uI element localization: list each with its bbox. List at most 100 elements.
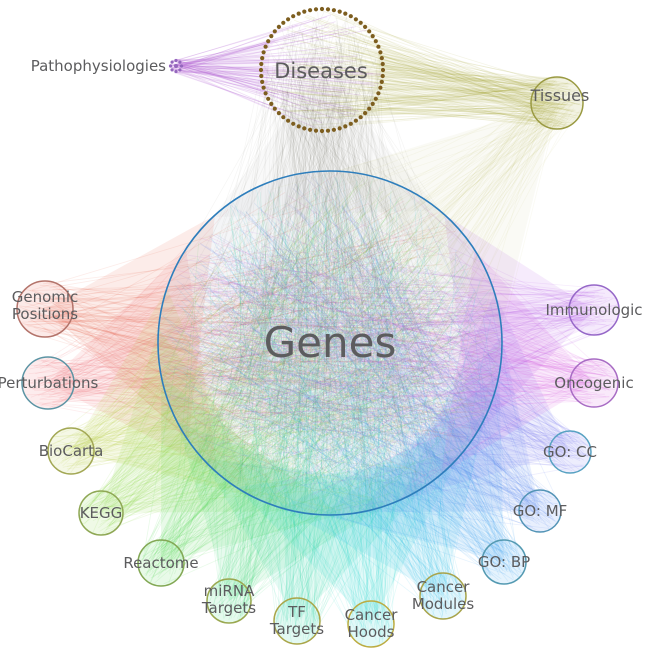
label-pathophysiologies: Pathophysiologies xyxy=(31,57,166,75)
ring-dot xyxy=(319,128,325,134)
node-circle[interactable] xyxy=(21,356,75,410)
ring-dot xyxy=(281,20,286,25)
node-layer xyxy=(16,6,620,648)
label-genomic_positions: Positions xyxy=(12,305,78,323)
edge-genomic_positions-genes xyxy=(17,192,494,488)
cluster-dot xyxy=(174,64,178,68)
node-diseases[interactable] xyxy=(258,6,386,134)
node-genes[interactable] xyxy=(157,170,503,516)
label-tf_targets: TF xyxy=(287,603,306,621)
node-circle[interactable] xyxy=(47,427,95,475)
edge-tissues-genes xyxy=(163,79,582,512)
node-circle[interactable] xyxy=(273,597,321,645)
label-diseases: Diseases xyxy=(274,59,368,83)
label-cancer_hoods: Hoods xyxy=(348,623,395,641)
label-tf_targets: Targets xyxy=(269,620,324,638)
node-circle[interactable] xyxy=(568,284,620,336)
node-tf_targets[interactable] xyxy=(273,597,321,645)
node-mirna_targets[interactable] xyxy=(206,578,252,624)
ring-dot xyxy=(378,85,383,90)
label-cancer_hoods: Cancer xyxy=(345,606,399,624)
beam-immunologic-genes xyxy=(444,214,594,440)
ring-dot xyxy=(259,73,264,79)
ring-dot xyxy=(370,101,375,106)
edge-pathophysiologies-diseases xyxy=(169,14,382,128)
node-cancer_modules[interactable] xyxy=(419,572,467,620)
ring-dot xyxy=(331,127,336,132)
node-circle[interactable] xyxy=(569,358,619,408)
edge-kegg-genes xyxy=(79,178,492,536)
node-reactome[interactable] xyxy=(137,539,185,587)
node-circle[interactable] xyxy=(548,430,592,474)
node-circle[interactable] xyxy=(530,76,584,130)
node-circle[interactable] xyxy=(481,539,527,585)
node-go_cc[interactable] xyxy=(548,430,592,474)
node-tissues[interactable] xyxy=(530,76,584,130)
edge-oncogenic-genes xyxy=(169,190,618,496)
node-circle[interactable] xyxy=(16,280,74,338)
beam-kegg-genes xyxy=(101,329,294,513)
cluster-dot xyxy=(178,68,182,72)
ring-dot xyxy=(337,9,342,14)
beam-cancer_modules-genes xyxy=(279,414,487,596)
edge-go_bp-genes xyxy=(162,174,526,582)
label-go_cc: GO: CC xyxy=(543,443,597,461)
node-biocarta[interactable] xyxy=(47,427,95,475)
edge-perturbations-genes xyxy=(22,172,496,481)
node-go_mf[interactable] xyxy=(518,489,562,533)
ring-dot xyxy=(367,29,372,34)
ring-dot xyxy=(379,79,384,84)
node-circle[interactable] xyxy=(518,489,562,533)
label-mirna_targets: miRNA xyxy=(204,582,255,600)
ring-dot xyxy=(348,14,353,19)
ring-dot xyxy=(353,17,358,22)
ring-dot xyxy=(343,11,348,16)
ring-dot xyxy=(260,56,265,61)
ring-dot xyxy=(266,39,271,44)
ring-dot xyxy=(353,118,358,123)
node-circle[interactable] xyxy=(137,539,185,587)
ring-dot xyxy=(319,6,325,12)
beam-biocarta-genes xyxy=(71,288,255,498)
edge-go_mf-genes xyxy=(160,173,559,532)
label-immunologic: Immunologic xyxy=(545,301,642,319)
node-cancer_hoods[interactable] xyxy=(347,600,395,648)
node-circle[interactable] xyxy=(78,490,124,536)
edge-mirna_targets-genes xyxy=(190,174,493,621)
node-circle[interactable] xyxy=(419,572,467,620)
ring-dot xyxy=(380,73,385,79)
edge-diseases-genes xyxy=(170,11,494,514)
cluster-dot xyxy=(174,69,178,74)
ring-dot xyxy=(370,34,375,39)
edge-tissues-diseases xyxy=(262,10,583,130)
cluster-dot xyxy=(170,60,174,64)
node-pathophysiologies[interactable] xyxy=(168,58,184,74)
node-genomic_positions[interactable] xyxy=(16,280,74,338)
ring-dot xyxy=(276,111,281,116)
ring-dot xyxy=(331,8,336,13)
ring-dot xyxy=(296,11,301,16)
ring-dot xyxy=(281,115,286,120)
node-circle[interactable] xyxy=(206,578,252,624)
ring-dot xyxy=(261,85,266,90)
beam-tissues-genes xyxy=(336,103,557,327)
ring-dot xyxy=(291,14,296,19)
node-perturbations[interactable] xyxy=(21,356,75,410)
node-go_bp[interactable] xyxy=(481,539,527,585)
edge-cancer_hoods-genes xyxy=(181,178,493,645)
node-kegg[interactable] xyxy=(78,490,124,536)
ring-dot xyxy=(367,106,372,111)
node-oncogenic[interactable] xyxy=(569,358,619,408)
ring-dot xyxy=(376,44,381,49)
label-perturbations: Perturbations xyxy=(0,374,99,392)
label-mirna_targets: Targets xyxy=(201,599,256,617)
edge-cancer_modules-genes xyxy=(160,176,491,619)
beam-oncogenic-genes xyxy=(440,250,594,475)
node-immunologic[interactable] xyxy=(568,284,620,336)
strand-layer xyxy=(17,10,618,645)
node-circle[interactable] xyxy=(347,600,395,648)
ring-dot xyxy=(376,91,381,96)
ring-dot xyxy=(269,34,274,39)
cluster-dot xyxy=(168,64,173,68)
